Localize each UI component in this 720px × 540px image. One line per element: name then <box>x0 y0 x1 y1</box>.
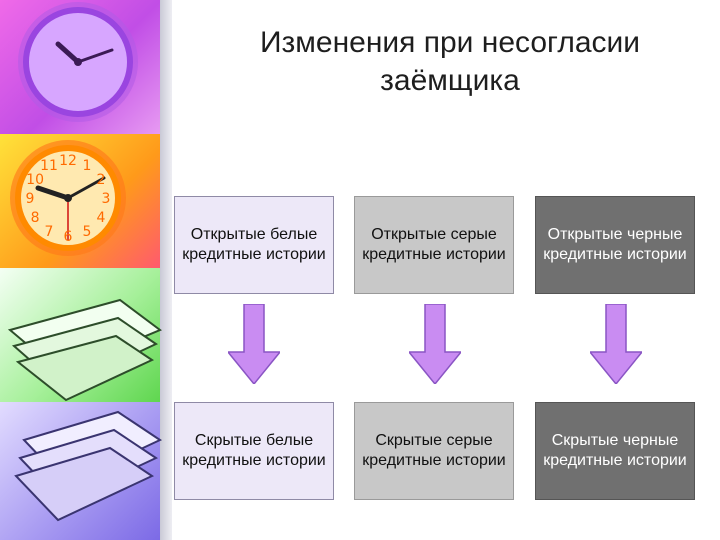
clock-numeral: 7 <box>45 224 54 240</box>
box-hidden-white: Скрытые белые кредитные истории <box>174 402 334 500</box>
clock-numeral: 11 <box>40 158 58 174</box>
box-open-black: Открытые черные кредитные истории <box>535 196 695 294</box>
arrow-down-icon <box>590 304 642 384</box>
box-hidden-black: Скрытые черные кредитные истории <box>535 402 695 500</box>
clock-numeral: 1 <box>83 158 92 174</box>
clock-numeral: 4 <box>96 210 105 226</box>
clock-numeral: 9 <box>26 191 35 207</box>
paper-stack-icon <box>14 410 163 522</box>
clock-numeral: 5 <box>83 224 92 240</box>
clock-numeral: 12 <box>59 153 77 169</box>
box-open-white: Открытые белые кредитные истории <box>174 196 334 294</box>
clock-numeral: 10 <box>26 172 44 188</box>
clock-icon <box>18 2 138 122</box>
clock-numeral: 3 <box>102 191 111 207</box>
clock-numeral: 8 <box>31 210 40 226</box>
arrow-down-icon <box>409 304 461 384</box>
paper-stack-icon <box>7 298 162 402</box>
box-open-gray: Открытые серые кредитные истории <box>354 196 514 294</box>
arrow-down-icon <box>228 304 280 384</box>
box-hidden-gray: Скрытые серые кредитные истории <box>354 402 514 500</box>
clock-numeral: 2 <box>96 172 105 188</box>
strip-edge <box>160 0 172 540</box>
clock-numeral: 6 <box>64 229 73 245</box>
slide-title: Изменения при несогласии заёмщика <box>259 26 641 97</box>
